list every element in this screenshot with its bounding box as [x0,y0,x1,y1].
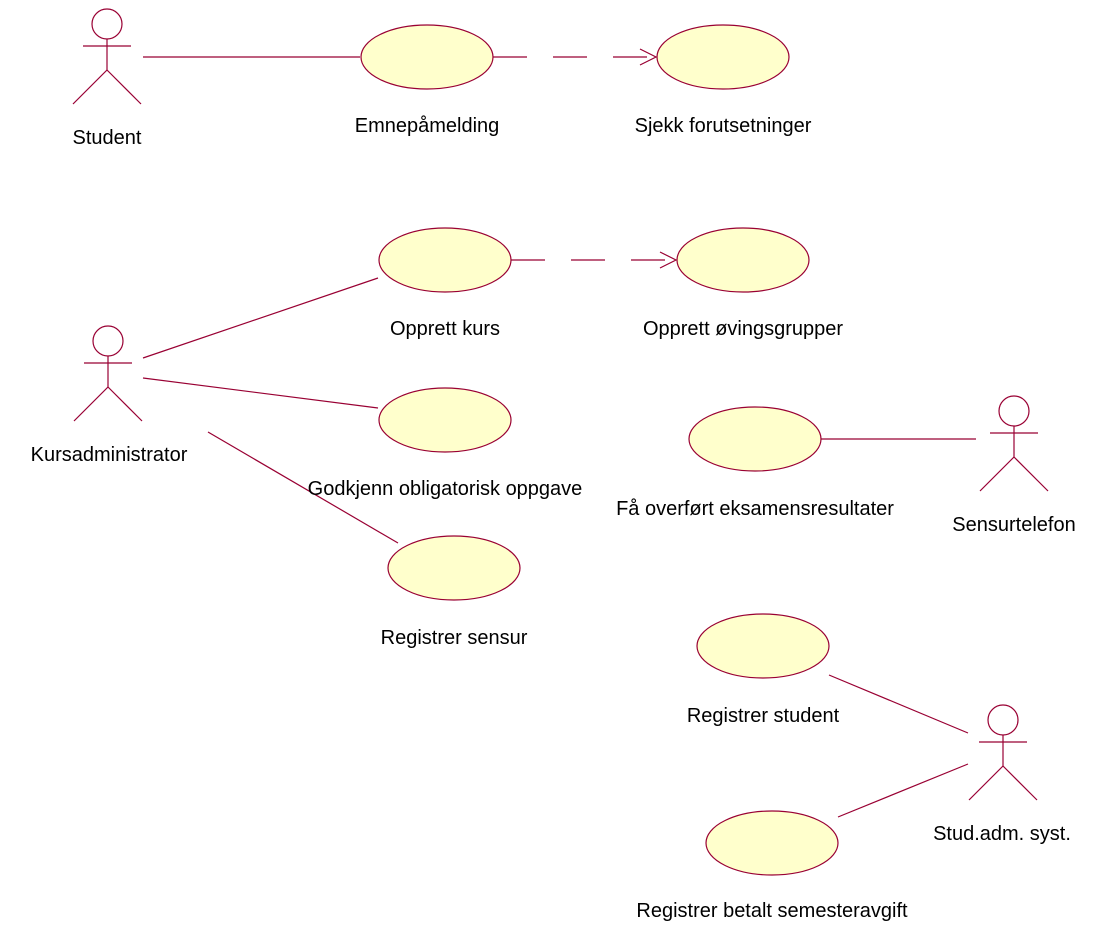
use-case-registrer-student[interactable]: Registrer student [687,613,840,727]
actor-student[interactable]: Student [72,8,142,149]
dependency-arrowhead-sjekk [639,48,658,66]
use-case-ellipse [360,24,494,90]
use-case-registrer-sensur[interactable]: Registrer sensur [381,535,528,649]
association-kursadm-opprett-kurs [142,277,379,359]
use-case-ellipse [378,227,512,293]
stick-figure-icon [968,704,1038,801]
use-case-label: Opprett kurs [390,318,500,340]
use-case-label: Registrer student [687,705,840,727]
connectors [142,48,976,818]
use-case-label: Få overført eksamensresultater [616,498,894,520]
use-case-fa-overfort[interactable]: Få overført eksamensresultater [616,406,894,520]
use-case-ellipse [387,535,521,601]
stick-figure-icon [72,8,142,105]
use-case-emnepamelding[interactable]: Emnepåmelding [355,24,500,137]
use-case-label: Sjekk forutsetninger [635,115,812,137]
use-case-opprett-ovingsgrupper[interactable]: Opprett øvingsgrupper [643,227,843,340]
use-case-label: Emnepåmelding [355,115,500,137]
use-case-opprett-kurs[interactable]: Opprett kurs [378,227,512,340]
association-kursadm-registrer-sensur [207,431,399,544]
use-case-ellipse [378,387,512,453]
use-case-godkjenn-oppgave[interactable]: Godkjenn obligatorisk oppgave [308,387,583,500]
actor-sensurtelefon[interactable]: Sensurtelefon [952,395,1076,536]
dependency-arrowhead-ovingsgrupper [659,251,678,269]
actor-label: Student [73,127,142,149]
use-case-sjekk-forutsetninger[interactable]: Sjekk forutsetninger [635,24,812,137]
use-case-label: Opprett øvingsgrupper [643,318,843,340]
use-case-label: Registrer sensur [381,627,528,649]
actor-kursadministrator[interactable]: Kursadministrator [31,325,188,466]
actor-stud-adm-syst[interactable]: Stud.adm. syst. [933,704,1071,845]
actor-label: Stud.adm. syst. [933,823,1071,845]
use-case-label: Godkjenn obligatorisk oppgave [308,478,583,500]
use-case-label: Registrer betalt semesteravgift [636,900,908,922]
stick-figure-icon [73,325,143,422]
association-studadm-registrer-student [828,674,969,734]
association-kursadm-godkjenn [142,377,379,409]
use-case-registrer-semesteravgift[interactable]: Registrer betalt semesteravgift [636,810,908,922]
stick-figure-icon [979,395,1049,492]
association-studadm-semesteravgift [837,763,969,818]
use-case-ellipse [656,24,790,90]
use-case-ellipse [705,810,839,876]
use-case-ellipse [676,227,810,293]
use-case-ellipse [696,613,830,679]
actor-label: Sensurtelefon [952,514,1075,536]
actor-label: Kursadministrator [31,444,188,466]
use-case-ellipse [688,406,822,472]
